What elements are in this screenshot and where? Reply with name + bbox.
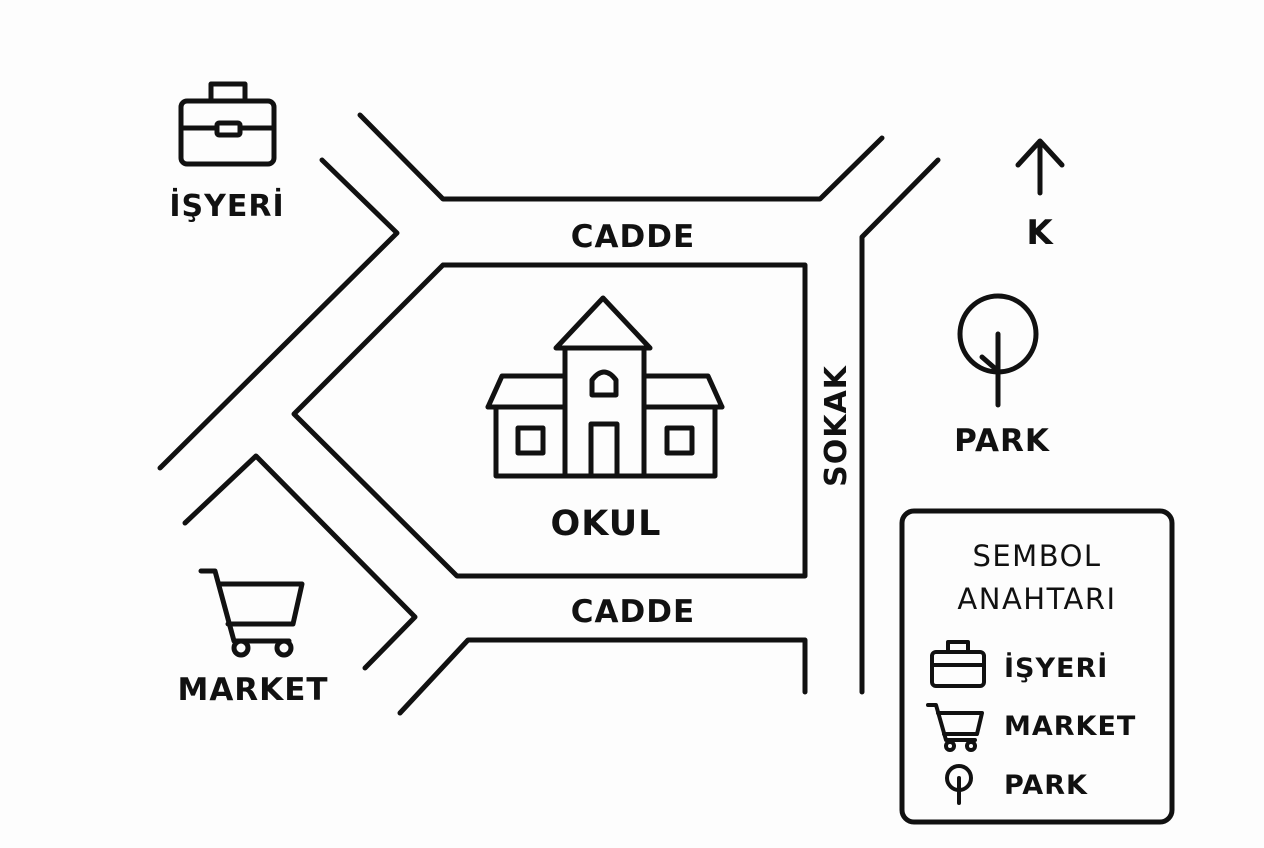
road-upper-left-edge — [357, 112, 885, 202]
road-bottom-edge — [397, 637, 808, 716]
street-label-bottom: CADDE — [571, 594, 695, 630]
road-lines — [157, 112, 941, 716]
alley-label: SOKAK — [819, 364, 854, 487]
shopping-cart-icon — [198, 568, 305, 658]
workplace-label: İŞYERİ — [169, 188, 284, 224]
market-label: MARKET — [177, 672, 328, 708]
legend-item-workplace-label: İŞYERİ — [1004, 652, 1108, 684]
road-right-edge — [859, 157, 941, 695]
street-label-top: CADDE — [571, 219, 695, 255]
block-boundary — [291, 262, 808, 579]
briefcase-icon — [178, 81, 277, 167]
legend-title-line1: SEMBOL — [972, 539, 1101, 573]
road-lower-left — [182, 453, 418, 671]
north-label: K — [1026, 213, 1054, 253]
legend-tree-icon — [945, 764, 973, 805]
tree-icon — [957, 293, 1039, 408]
school-label: OKUL — [551, 504, 662, 544]
school-icon — [485, 295, 725, 479]
legend-title-line2: ANAHTARI — [957, 582, 1116, 616]
road-left-diagonal — [157, 157, 400, 471]
north-arrow-icon — [1015, 138, 1065, 196]
park-label: PARK — [954, 423, 1050, 459]
legend-box — [899, 508, 1175, 825]
legend-item-park-label: PARK — [1004, 770, 1088, 801]
legend-briefcase-icon — [930, 640, 986, 688]
legend-cart-icon — [926, 703, 984, 752]
legend-item-market-label: MARKET — [1004, 711, 1136, 742]
